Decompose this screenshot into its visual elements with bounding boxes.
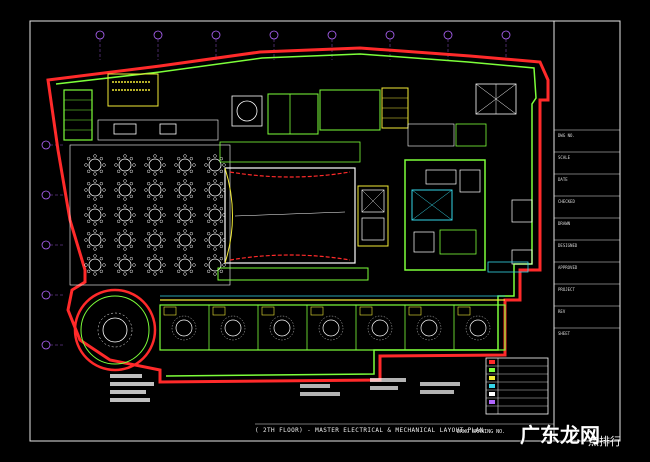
title-block-row-label: SHEET <box>558 331 571 336</box>
central-hall <box>217 141 369 281</box>
dining-table <box>174 254 196 276</box>
building-outline <box>46 46 550 384</box>
dining-table <box>204 154 226 176</box>
dining-table <box>144 229 166 251</box>
dining-table <box>84 229 106 251</box>
title-block-row-label: DATE <box>558 177 568 182</box>
dining-table <box>114 229 136 251</box>
title-block-row-label: DWG NO. <box>558 133 575 138</box>
dining-table <box>174 204 196 226</box>
stair-core-left <box>63 73 159 141</box>
dining-table <box>114 254 136 276</box>
grid-bubble-left <box>41 190 64 200</box>
dining-table <box>114 154 136 176</box>
grid-bubble-top <box>443 30 453 60</box>
private-room <box>404 305 442 350</box>
annotation-notes <box>110 374 460 402</box>
dining-table <box>84 204 106 226</box>
title-block-row-label: DRAWN <box>558 221 571 226</box>
drawing-number: DRWG BRAWING NO. <box>457 429 506 435</box>
drawing-border <box>29 20 621 442</box>
private-room <box>208 305 246 350</box>
upper-room-band <box>97 83 517 141</box>
grid-bubble-top <box>501 30 511 60</box>
grid-bubble-top <box>95 30 105 60</box>
grid-bubble-left <box>41 340 64 350</box>
dining-table <box>144 204 166 226</box>
dining-table <box>204 254 226 276</box>
private-room-row <box>159 295 506 351</box>
dining-hall <box>69 144 231 286</box>
dining-table <box>84 154 106 176</box>
title-block <box>554 129 620 329</box>
grid-bubbles-left <box>41 140 64 350</box>
dining-table <box>84 254 106 276</box>
drawing-caption: ( 2TH FLOOR) - MASTER ELECTRICAL & MECHA… <box>255 427 484 434</box>
watermark-sub: 点排行 <box>588 435 621 448</box>
dining-table <box>204 204 226 226</box>
dining-table <box>174 154 196 176</box>
dining-table <box>144 154 166 176</box>
title-block-row-label: REV <box>558 309 566 314</box>
grid-bubble-left <box>41 140 64 150</box>
private-room <box>453 305 491 350</box>
private-room <box>159 305 197 350</box>
title-block-row-label: PROJECT <box>558 287 575 292</box>
dining-table <box>144 179 166 201</box>
title-block-row-label: APPROVED <box>558 265 578 270</box>
dining-table <box>114 204 136 226</box>
private-room <box>355 305 393 350</box>
dining-table <box>84 179 106 201</box>
dining-table <box>204 179 226 201</box>
title-block-row-label: CHECKED <box>558 199 575 204</box>
dining-table <box>174 229 196 251</box>
title-block-row-label: DESIGNED <box>558 243 578 248</box>
title-block-row-label: SCALE <box>558 155 571 160</box>
grid-bubble-top <box>153 30 163 60</box>
legend-table <box>485 357 549 415</box>
round-banquet-room <box>73 288 157 372</box>
grid-bubble-top <box>211 30 221 60</box>
grid-bubble-left <box>41 240 64 250</box>
dining-table <box>204 229 226 251</box>
dining-table <box>144 254 166 276</box>
grid-bubble-top <box>269 30 279 60</box>
dining-table <box>174 179 196 201</box>
grid-bubble-left <box>41 290 64 300</box>
service-core-right <box>357 123 533 273</box>
private-room <box>306 305 344 350</box>
watermark-logo: 广东龙网 <box>520 423 600 447</box>
dining-table <box>114 179 136 201</box>
private-room <box>257 305 295 350</box>
